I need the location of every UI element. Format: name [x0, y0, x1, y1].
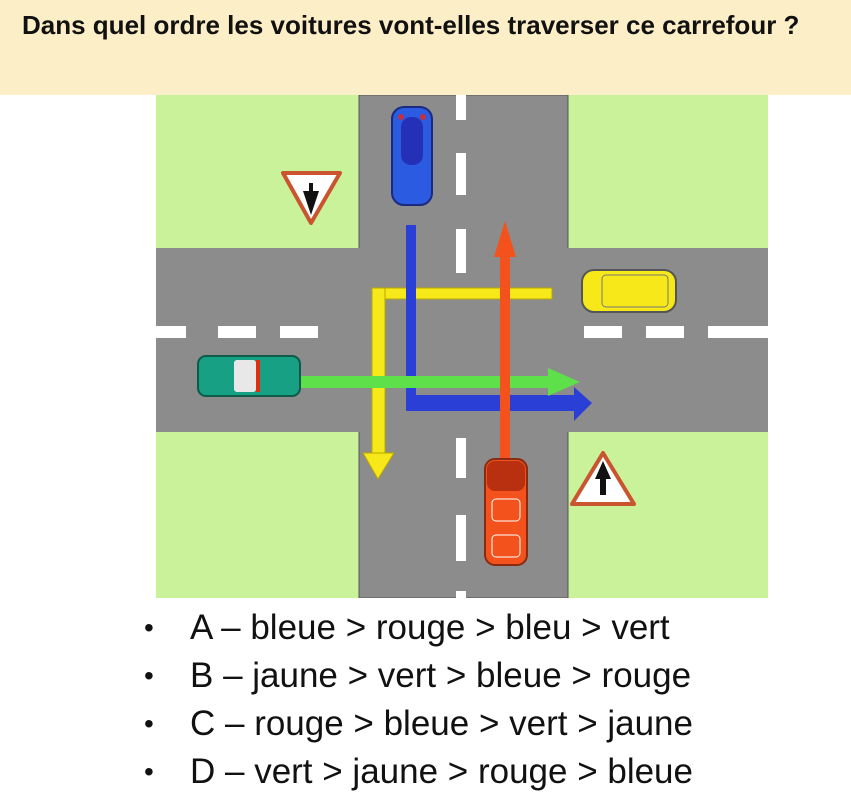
- green-arrow: [300, 368, 580, 396]
- question-banner: Dans quel ordre les voitures vont-elles …: [0, 0, 851, 95]
- answer-label: D – vert > jaune > rouge > bleue: [190, 752, 693, 791]
- answer-option-b[interactable]: • B – jaune > vert > bleue > rouge: [140, 652, 693, 700]
- blue-arrow: [406, 225, 592, 421]
- answer-label: B – jaune > vert > bleue > rouge: [190, 656, 692, 695]
- answer-label: A – bleue > rouge > bleu > vert: [190, 608, 670, 647]
- red-car: [484, 458, 528, 566]
- answer-option-c[interactable]: • C – rouge > bleue > vert > jaune: [140, 700, 693, 748]
- lane-markings: [156, 95, 768, 598]
- bullet: •: [144, 708, 154, 739]
- green-car: [197, 355, 301, 397]
- priority-sign-icon: [570, 451, 636, 506]
- yellow-arrow: [362, 287, 553, 480]
- blue-car: [391, 106, 433, 206]
- answer-option-d[interactable]: • D – vert > jaune > rouge > bleue: [140, 748, 693, 796]
- intersection-diagram: [156, 95, 768, 598]
- yellow-car: [581, 269, 677, 313]
- question-title: Dans quel ordre les voitures vont-elles …: [22, 10, 800, 40]
- bullet: •: [144, 756, 154, 787]
- bullet: •: [144, 660, 154, 691]
- bullet: •: [144, 612, 154, 643]
- answer-option-a[interactable]: • A – bleue > rouge > bleu > vert: [140, 604, 693, 652]
- answer-label: C – rouge > bleue > vert > jaune: [190, 704, 693, 743]
- answer-list: • A – bleue > rouge > bleu > vert • B – ja…: [140, 604, 693, 796]
- red-arrow: [494, 221, 516, 460]
- yield-sign-icon: [281, 171, 342, 225]
